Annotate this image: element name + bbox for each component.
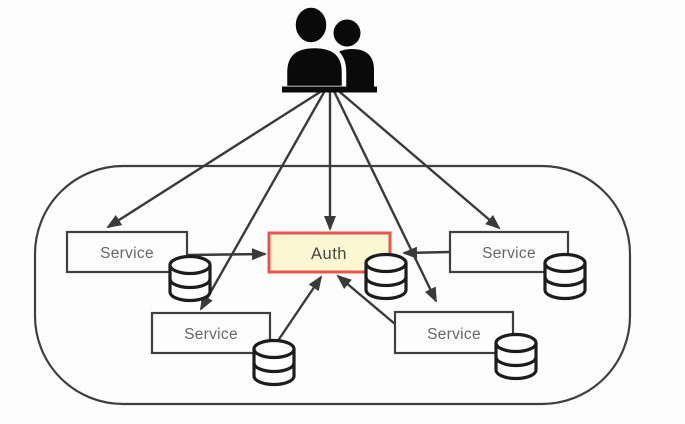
service-left-box <box>65 230 189 274</box>
arrow-users-to-service-bottom-left <box>199 86 329 311</box>
arrow-users-to-service-bottom-right <box>330 86 438 303</box>
auth-label: Auth <box>311 245 347 263</box>
arrow-service-bottom-right-to-auth <box>336 274 396 325</box>
arrow-service-right-to-auth <box>402 246 451 259</box>
service-bottom-left-label: Service <box>184 326 238 343</box>
service-left-label: Service <box>100 245 154 262</box>
arrow-service-left-to-auth <box>187 248 267 261</box>
service-bottom-left-box <box>150 311 272 355</box>
arrow-users-to-service-left <box>106 85 329 229</box>
service-bottom-right-label: Service <box>427 326 481 343</box>
database-icon <box>543 252 587 301</box>
system-boundary <box>33 164 632 406</box>
service-bottom-right-box <box>393 310 515 355</box>
database-icon <box>364 252 408 301</box>
arrow-service-bottom-left-to-auth <box>270 275 323 352</box>
database-icon <box>494 332 538 381</box>
database-icon <box>252 338 296 387</box>
database-icon <box>168 254 212 303</box>
arrow-users-to-service-right <box>333 86 501 230</box>
service-right-label: Service <box>482 245 536 262</box>
users-icon <box>282 3 377 93</box>
